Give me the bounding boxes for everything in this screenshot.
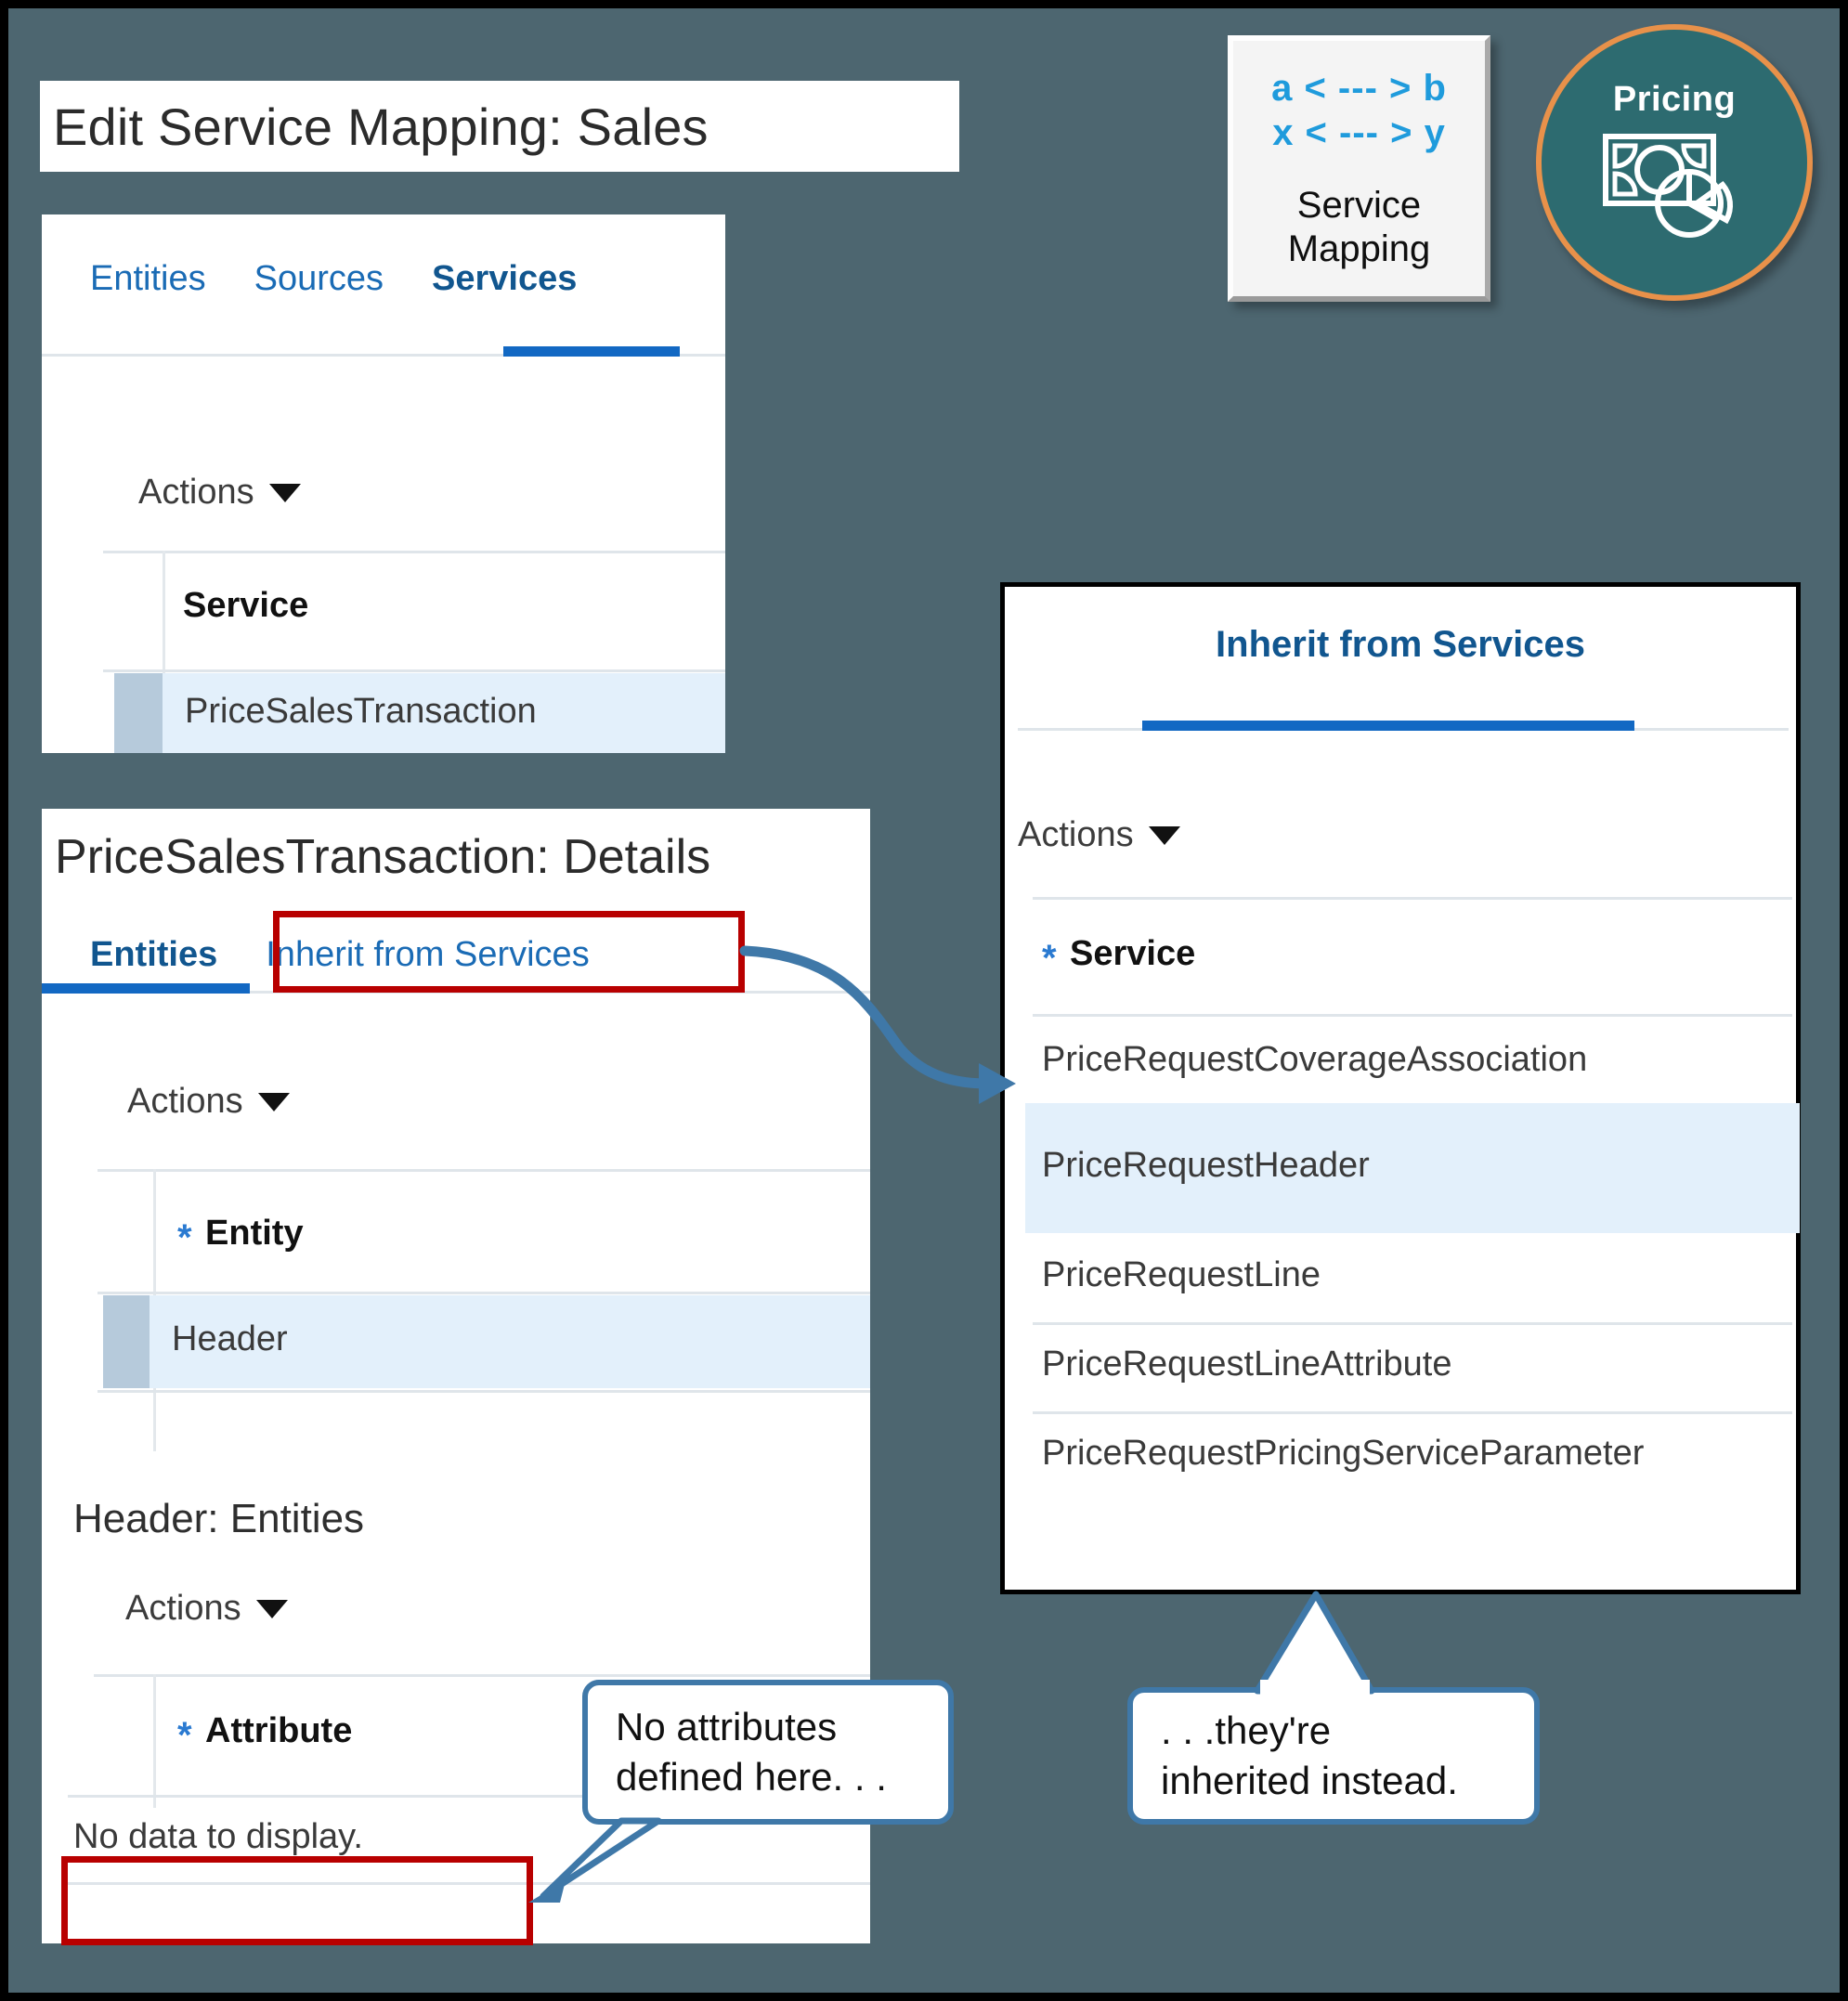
services-panel: Entities Sources Services Actions Servic… (42, 214, 725, 753)
inherit-row-rule-4 (1033, 1411, 1792, 1414)
legend-line-2: x < --- > y (1272, 112, 1446, 154)
tab-services[interactable]: Services (432, 259, 578, 298)
inherit-table-top-rule (1033, 897, 1792, 900)
required-asterisk-icon: * (177, 1217, 192, 1258)
services-header-rule (103, 669, 725, 672)
attribute-table-top-rule (94, 1674, 870, 1677)
inherit-row-rule-3 (1033, 1322, 1792, 1325)
services-actions-label: Actions (138, 473, 254, 512)
subsection-actions-label: Actions (125, 1589, 241, 1628)
table-row[interactable]: PriceRequestLine (1033, 1233, 1792, 1322)
inherit-row-value: PriceRequestLine (1042, 1255, 1321, 1294)
legend-caption-2: Mapping (1287, 228, 1431, 270)
table-row[interactable]: Header (103, 1295, 870, 1388)
chevron-down-icon (257, 1092, 290, 1111)
row-selection-marker (114, 673, 163, 753)
chevron-down-icon (268, 483, 301, 502)
services-table-col-divider (163, 551, 165, 753)
tab-sources[interactable]: Sources (254, 259, 384, 298)
inherit-from-services-panel: Inherit from Services Actions * Service … (1000, 582, 1801, 1594)
inherit-header-rule (1033, 1014, 1792, 1017)
legend-caption-1: Service (1296, 185, 1422, 227)
inherit-row-value: PriceRequestHeader (1042, 1146, 1370, 1185)
services-tab-rule (42, 354, 725, 357)
inherit-row-value: PriceRequestPricingServiceParameter (1042, 1434, 1645, 1473)
chevron-down-icon (1148, 825, 1180, 845)
inherit-column-header: * Service (1042, 932, 1196, 979)
services-tab-underline (503, 346, 680, 357)
highlight-box-no-data (61, 1856, 533, 1945)
callout-inherited-instead: . . .they're inherited instead. (1127, 1687, 1540, 1825)
callout-no-attributes: No attributes defined here. . . (582, 1680, 954, 1825)
page-title-band: Edit Service Mapping: Sales (40, 81, 959, 172)
entity-header-rule (98, 1292, 870, 1294)
subsection-actions-menu[interactable]: Actions (125, 1589, 288, 1629)
row-selection-marker (103, 1295, 150, 1388)
services-tabstrip: Entities Sources Services (66, 242, 601, 296)
legend-line-1: a < --- > b (1271, 67, 1447, 109)
attribute-header-rule (68, 1795, 870, 1798)
inherit-row-value: PriceRequestCoverageAssociation (1042, 1040, 1588, 1079)
details-tabstrip: Entities Inherit from Services (66, 918, 614, 972)
highlight-box-inherit-tab (273, 911, 745, 993)
service-mapping-legend: a < --- > b x < --- > y Service Mapping (1228, 35, 1490, 302)
table-row[interactable]: PriceRequestPricingServiceParameter (1033, 1411, 1792, 1501)
attribute-table-col-divider (153, 1674, 156, 1808)
attribute-empty-message: No data to display. (73, 1817, 363, 1856)
page-title: Edit Service Mapping: Sales (53, 97, 709, 156)
attribute-table-bottom-rule (68, 1882, 870, 1885)
services-actions-menu[interactable]: Actions (138, 473, 301, 513)
inherit-actions-menu[interactable]: Actions (1018, 815, 1180, 855)
table-row[interactable]: PriceSalesTransaction (114, 673, 725, 753)
attribute-column-header-label: Attribute (205, 1711, 353, 1750)
chevron-down-icon (255, 1599, 288, 1618)
entity-column-header-label: Entity (205, 1214, 304, 1253)
services-column-header-service: Service (183, 586, 309, 625)
pricing-badge: Pricing (1536, 24, 1813, 301)
entity-table-top-rule (98, 1169, 870, 1172)
inherit-row-value: PriceRequestLineAttribute (1042, 1345, 1452, 1384)
details-actions-menu[interactable]: Actions (127, 1082, 290, 1122)
inherit-tab-label[interactable]: Inherit from Services (1005, 624, 1796, 666)
money-pie-chart-icon (1600, 127, 1749, 253)
subsection-title: Header: Entities (73, 1496, 365, 1541)
inherit-tab-text: Inherit from Services (1216, 624, 1585, 665)
inherit-actions-label: Actions (1018, 815, 1134, 854)
table-row[interactable]: PriceRequestLineAttribute (1033, 1322, 1792, 1411)
pricing-label: Pricing (1612, 80, 1737, 119)
entity-table-bottom-rule (98, 1390, 870, 1393)
entity-row-value: Header (172, 1319, 288, 1358)
entity-column-header: * Entity (177, 1212, 304, 1258)
table-row[interactable]: PriceRequestCoverageAssociation (1033, 1020, 1792, 1103)
required-asterisk-icon: * (177, 1715, 192, 1756)
attribute-column-header: * Attribute (177, 1709, 353, 1756)
details-actions-label: Actions (127, 1082, 243, 1121)
services-row-value: PriceSalesTransaction (185, 692, 537, 731)
inherit-tab-underline (1142, 721, 1634, 731)
details-tab-underline (42, 983, 250, 994)
tab-inherit-from-services[interactable]: Inherit from Services (266, 935, 590, 974)
tab-entities[interactable]: Entities (90, 259, 206, 298)
tab-entities[interactable]: Entities (90, 935, 218, 974)
callout-no-attributes-text: No attributes defined here. . . (616, 1705, 887, 1799)
details-panel-title: PriceSalesTransaction: Details (55, 830, 711, 884)
required-asterisk-icon: * (1042, 938, 1057, 979)
services-table-top-rule (103, 551, 725, 553)
callout-inherited-instead-text: . . .they're inherited instead. (1161, 1709, 1458, 1802)
inherit-column-header-label: Service (1070, 934, 1196, 973)
table-row[interactable]: PriceRequestHeader (1025, 1103, 1800, 1233)
